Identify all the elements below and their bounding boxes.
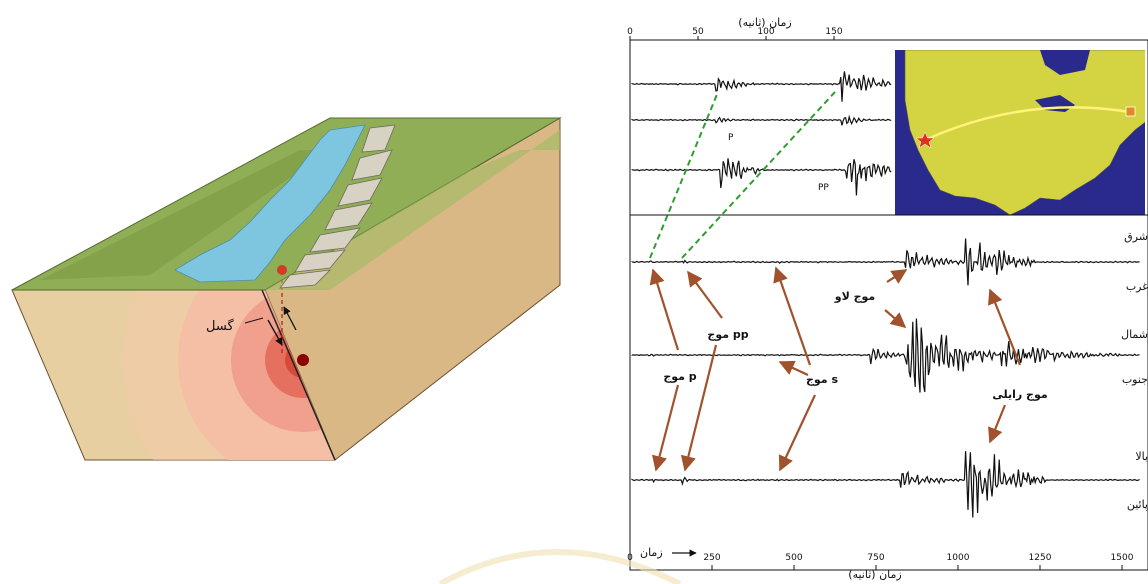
fault-label-leader [244,317,264,324]
time-arrow-label: زمان [640,546,663,559]
epicenter-star [915,131,935,149]
terrain-shading [40,150,330,280]
bottom-trace-1 [631,238,1140,286]
top-trace-1 [631,71,892,102]
bottom-tick-label: 250 [703,553,720,563]
map-inset [895,50,1145,215]
arrow-rayleigh-up [987,288,1022,366]
trace-label-pp: PP [818,183,829,193]
wave-label-s: موج s [806,373,838,387]
component-label-north: شمال [1121,328,1148,341]
arrow-love-down [884,309,907,328]
bottom-tick-label: 750 [867,553,884,563]
bottom-tick-label: 1500 [1111,553,1134,563]
bottom-traces [631,238,1140,518]
river-water [174,124,366,283]
wave-arrows [649,266,1022,472]
arrow-pp-up [687,270,723,319]
terrain-shading-2 [265,130,560,290]
bottom-axis-label: زمان (ثانیه) [848,568,901,581]
wave-label-pp: موج pp [707,328,748,342]
slip-arrow-up [283,306,297,331]
arrow-p-up [649,268,680,351]
arrow-love-up [886,269,908,284]
bottom-tick-label: 1000 [947,553,970,563]
component-label-down: پائین [1127,498,1148,511]
slip-arrow-down [267,319,283,346]
arrow-s-down [778,394,816,472]
arrow-pp-down [680,344,718,472]
pp-wave-dashed-line [681,91,836,259]
arrow-s-up [773,266,812,366]
propagation-route [924,106,1131,142]
top-axis-ticks: 0 50 100 150 [627,27,843,40]
bottom-tick-label: 500 [785,553,802,563]
bottom-axis-ticks: 0 250 500 750 1000 1250 1500 [627,553,1134,570]
fault-block-diagram: گسل [11,117,562,461]
top-axis-label: زمان (ثانیه) [738,16,791,29]
bottom-tick-label: 1250 [1029,553,1052,563]
fault-scarp-ridges [279,124,396,289]
top-traces [631,71,892,196]
p-wave-dashed-line [649,91,719,259]
north-america-land [904,50,1145,215]
station-marker [1125,106,1136,117]
seismogram-panel: زمان (ثانیه) 0 50 100 150 P PP شرق غرب شمال… [627,16,1148,581]
top-tick-label: 150 [825,27,842,37]
arrow-p-down [652,384,680,472]
component-label-up: بالا [1135,450,1148,463]
hudson-bay [1040,50,1090,75]
bottom-trace-3 [631,451,1140,518]
bottom-trace-2 [631,318,1140,393]
top-trace-2 [631,114,892,126]
component-label-east: شرق [1124,230,1148,243]
arrow-rayleigh-down [988,404,1007,444]
trace-label-p: P [728,133,734,143]
watermark-arc [438,549,682,584]
fault-line [261,289,336,461]
wave-label-love: موج لاو [834,290,876,304]
fault-label: گسل [206,318,234,334]
top-tick-label: 100 [757,27,774,37]
wave-label-rayleigh: موج رایلی [992,388,1047,402]
wave-label-p: موج p [663,370,696,384]
arrow-s-mid [778,360,809,376]
hypocenter-dot [297,354,309,366]
component-label-south: جنوب [1122,373,1148,386]
top-tick-label: 0 [627,27,633,37]
bottom-trace-box [629,214,1148,571]
component-label-west: غرب [1126,280,1148,293]
epicenter-marker [277,265,287,275]
top-trace-3 [631,158,892,196]
bottom-tick-label: 0 [627,553,633,563]
top-tick-label: 50 [692,27,704,37]
